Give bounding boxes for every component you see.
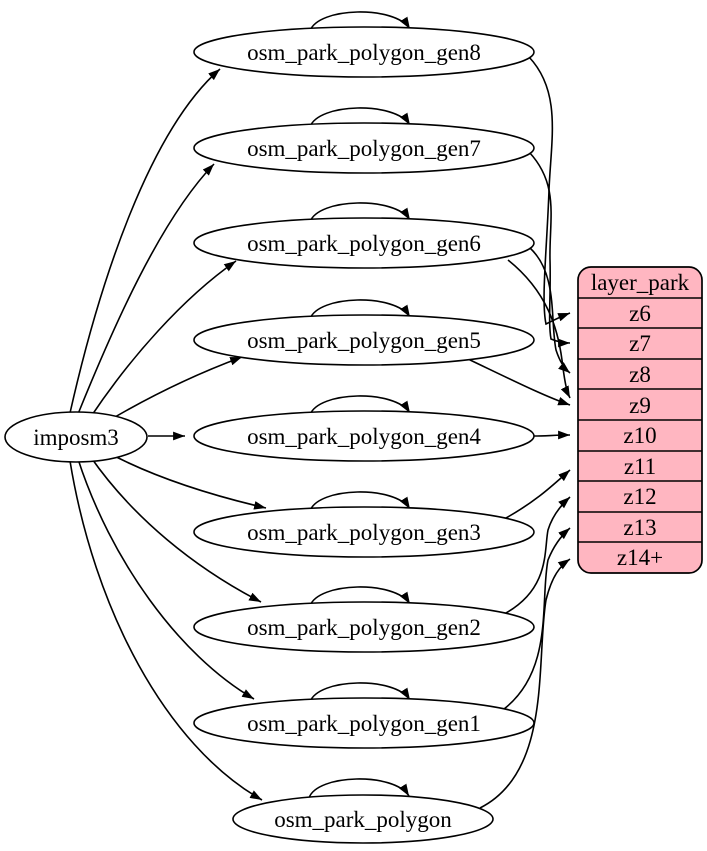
- node-label-gen6: osm_park_polygon_gen6: [247, 231, 481, 256]
- node-imposm3: [4, 411, 148, 463]
- layer-park-table: layer_park z6 z7 z8 z9 z10 z11 z12 z13 z…: [577, 266, 703, 574]
- node-label-gen7: osm_park_polygon_gen7: [247, 136, 481, 161]
- self-loop-gen8: [309, 11, 411, 32]
- node-osm-park-polygon-gen7: [193, 122, 535, 174]
- edge-imposm3-gen3: [102, 449, 267, 510]
- layer-row-z8: z8: [629, 362, 651, 387]
- layer-row-z6: z6: [629, 301, 651, 326]
- node-label-gen2: osm_park_polygon_gen2: [247, 615, 481, 640]
- node-osm-park-polygon: [232, 794, 494, 844]
- node-osm-park-polygon-gen8: [193, 26, 535, 78]
- node-osm-park-polygon-gen1: [193, 697, 535, 749]
- graph-nodes: imposm3 osm_park_polygon_gen8 osm_park_p…: [4, 26, 535, 844]
- edge-imposm3-gen6: [89, 260, 237, 419]
- node-label-gen5: osm_park_polygon_gen5: [247, 328, 481, 353]
- edge-imposm3-gen5: [102, 356, 243, 425]
- edge-gen4-z10: [533, 430, 571, 440]
- edge-imposm3-gen1: [77, 458, 255, 700]
- self-loop-gen7: [309, 107, 411, 128]
- node-osm-park-polygon-gen2: [193, 601, 535, 653]
- self-loop-polygon: [308, 778, 410, 799]
- edge-gen6-z8: [529, 247, 571, 374]
- self-loop-gen2: [309, 586, 411, 607]
- self-loop-gen6: [309, 202, 411, 223]
- edge-imposm3-gen7: [77, 163, 215, 415]
- edge-gen2-z12: [505, 496, 571, 614]
- node-label-polygon: osm_park_polygon: [274, 807, 452, 832]
- self-loop-gen1: [309, 682, 411, 703]
- edge-imposm3-polygon: [69, 460, 263, 801]
- edge-gen3-z11: [505, 469, 571, 519]
- node-label-gen8: osm_park_polygon_gen8: [247, 40, 481, 65]
- layer-row-z7: z7: [629, 331, 651, 356]
- edge-polygon-z14plus: [479, 558, 571, 809]
- self-loop-gen4: [309, 395, 411, 416]
- node-label-gen4: osm_park_polygon_gen4: [247, 424, 481, 449]
- self-loop-gen5: [309, 299, 411, 320]
- layer-row-z13: z13: [623, 515, 656, 540]
- edge-imposm3-gen2: [89, 455, 262, 603]
- node-osm-park-polygon-gen4: [193, 410, 535, 462]
- edge-gen6-z9: [507, 259, 571, 399]
- layer-row-z14plus: z14+: [617, 545, 663, 570]
- node-label-imposm3: imposm3: [33, 425, 119, 450]
- node-label-gen1: osm_park_polygon_gen1: [247, 711, 481, 736]
- node-osm-park-polygon-gen6: [193, 217, 535, 269]
- node-osm-park-polygon-gen5: [193, 314, 535, 366]
- node-osm-park-polygon-gen3: [193, 506, 535, 558]
- layer-row-z9: z9: [629, 393, 651, 418]
- edge-gen5-z9: [467, 358, 571, 406]
- graph-edges: [69, 11, 571, 809]
- layer-row-z12: z12: [623, 484, 656, 509]
- edge-imposm3-gen8: [69, 68, 221, 414]
- self-loop-gen3: [309, 491, 411, 512]
- layer-park-title: layer_park: [591, 270, 690, 295]
- node-label-gen3: osm_park_polygon_gen3: [247, 520, 481, 545]
- layer-row-z11: z11: [624, 454, 656, 479]
- edge-gen1-z13: [503, 527, 571, 710]
- layer-row-z10: z10: [623, 423, 656, 448]
